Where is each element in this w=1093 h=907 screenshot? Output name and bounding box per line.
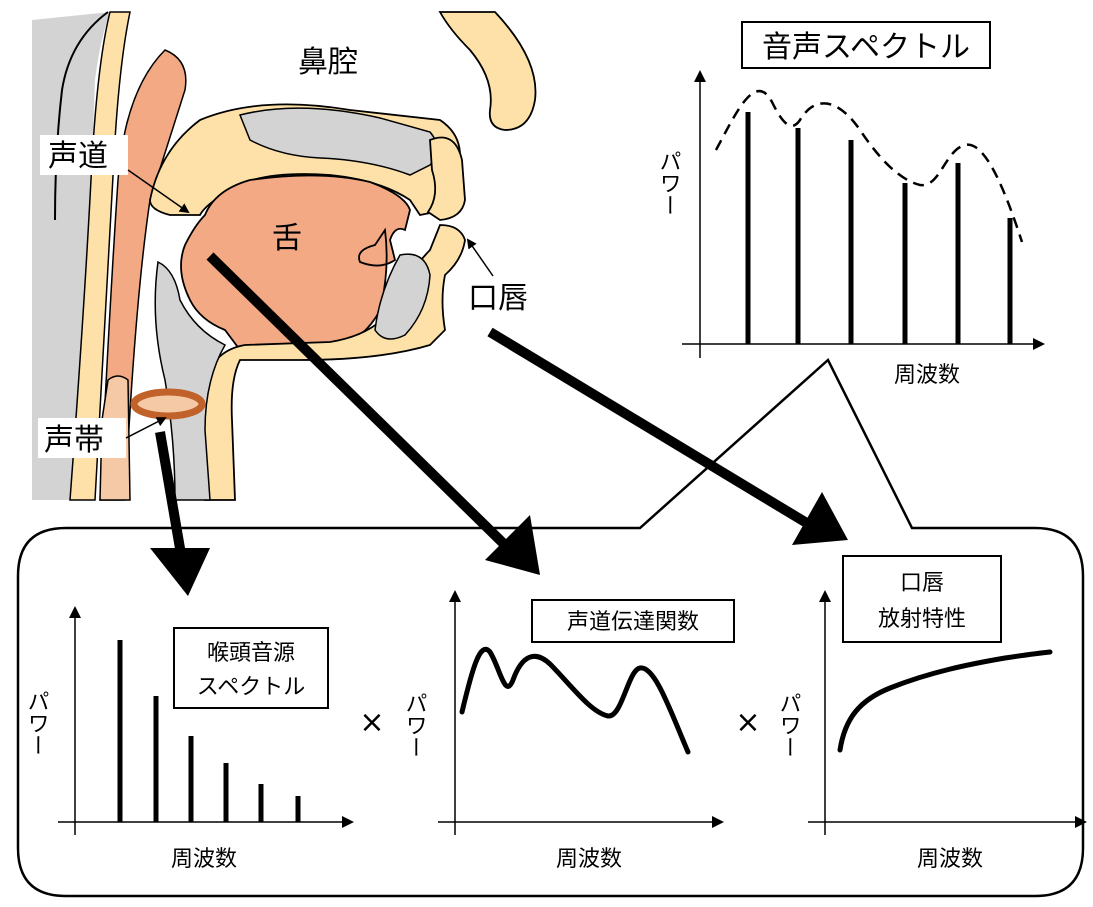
p3-title-line2: 放射特性 — [878, 607, 966, 632]
panel-glottal-source: パワー 周波数 喉頭音源 スペクトル — [24, 608, 353, 872]
speech-harmonics — [748, 112, 1010, 344]
label-vocal-tract: 声道 — [48, 139, 108, 174]
p1-ylabel: パワー — [24, 690, 49, 756]
p3-title-line1: 口唇 — [900, 571, 944, 596]
speech-spectrum-chart: 音声スペクトル パワー 周波数 — [656, 22, 1044, 388]
p1-xlabel: 周波数 — [171, 847, 237, 872]
p2-transfer-curve — [462, 649, 688, 752]
p1-title-line1: 喉頭音源 — [207, 641, 295, 666]
p1-title-line2: スペクトル — [197, 675, 305, 700]
panel-vocal-tract-transfer: パワー 周波数 声道伝達関数 — [402, 592, 735, 872]
p2-title-line1: 声道伝達関数 — [567, 610, 699, 635]
speech-xlabel: 周波数 — [894, 363, 960, 388]
label-tongue: 舌 — [272, 221, 302, 256]
nose-upper — [440, 12, 536, 130]
speech-envelope — [716, 91, 1022, 242]
arrow-vocal-folds-head — [150, 548, 210, 596]
speech-ylabel: パワー — [656, 150, 681, 216]
p3-xlabel: 周波数 — [917, 847, 983, 872]
p3-radiation-curve — [840, 652, 1050, 750]
panel-lip-radiation: パワー 周波数 口唇 放射特性 — [776, 556, 1086, 872]
vocal-tract-anatomy: 鼻腔 声道 舌 口唇 声帯 — [32, 12, 536, 500]
p3-ylabel: パワー — [776, 692, 801, 758]
multiply-sign-1: × — [359, 705, 384, 740]
label-vocal-folds: 声帯 — [44, 423, 104, 458]
arrow-lips-shaft — [490, 332, 810, 525]
speech-spectrum-title: 音声スペクトル — [762, 30, 970, 65]
pointer-lips — [468, 240, 493, 276]
label-nasal-cavity: 鼻腔 — [298, 45, 358, 80]
label-lips: 口唇 — [468, 281, 528, 316]
p2-ylabel: パワー — [402, 692, 427, 758]
p2-xlabel: 周波数 — [556, 847, 622, 872]
upper-lip — [428, 138, 465, 221]
vocal-folds-ring — [134, 392, 202, 416]
arrow-tongue-head — [485, 515, 540, 575]
multiply-sign-2: × — [735, 705, 760, 740]
